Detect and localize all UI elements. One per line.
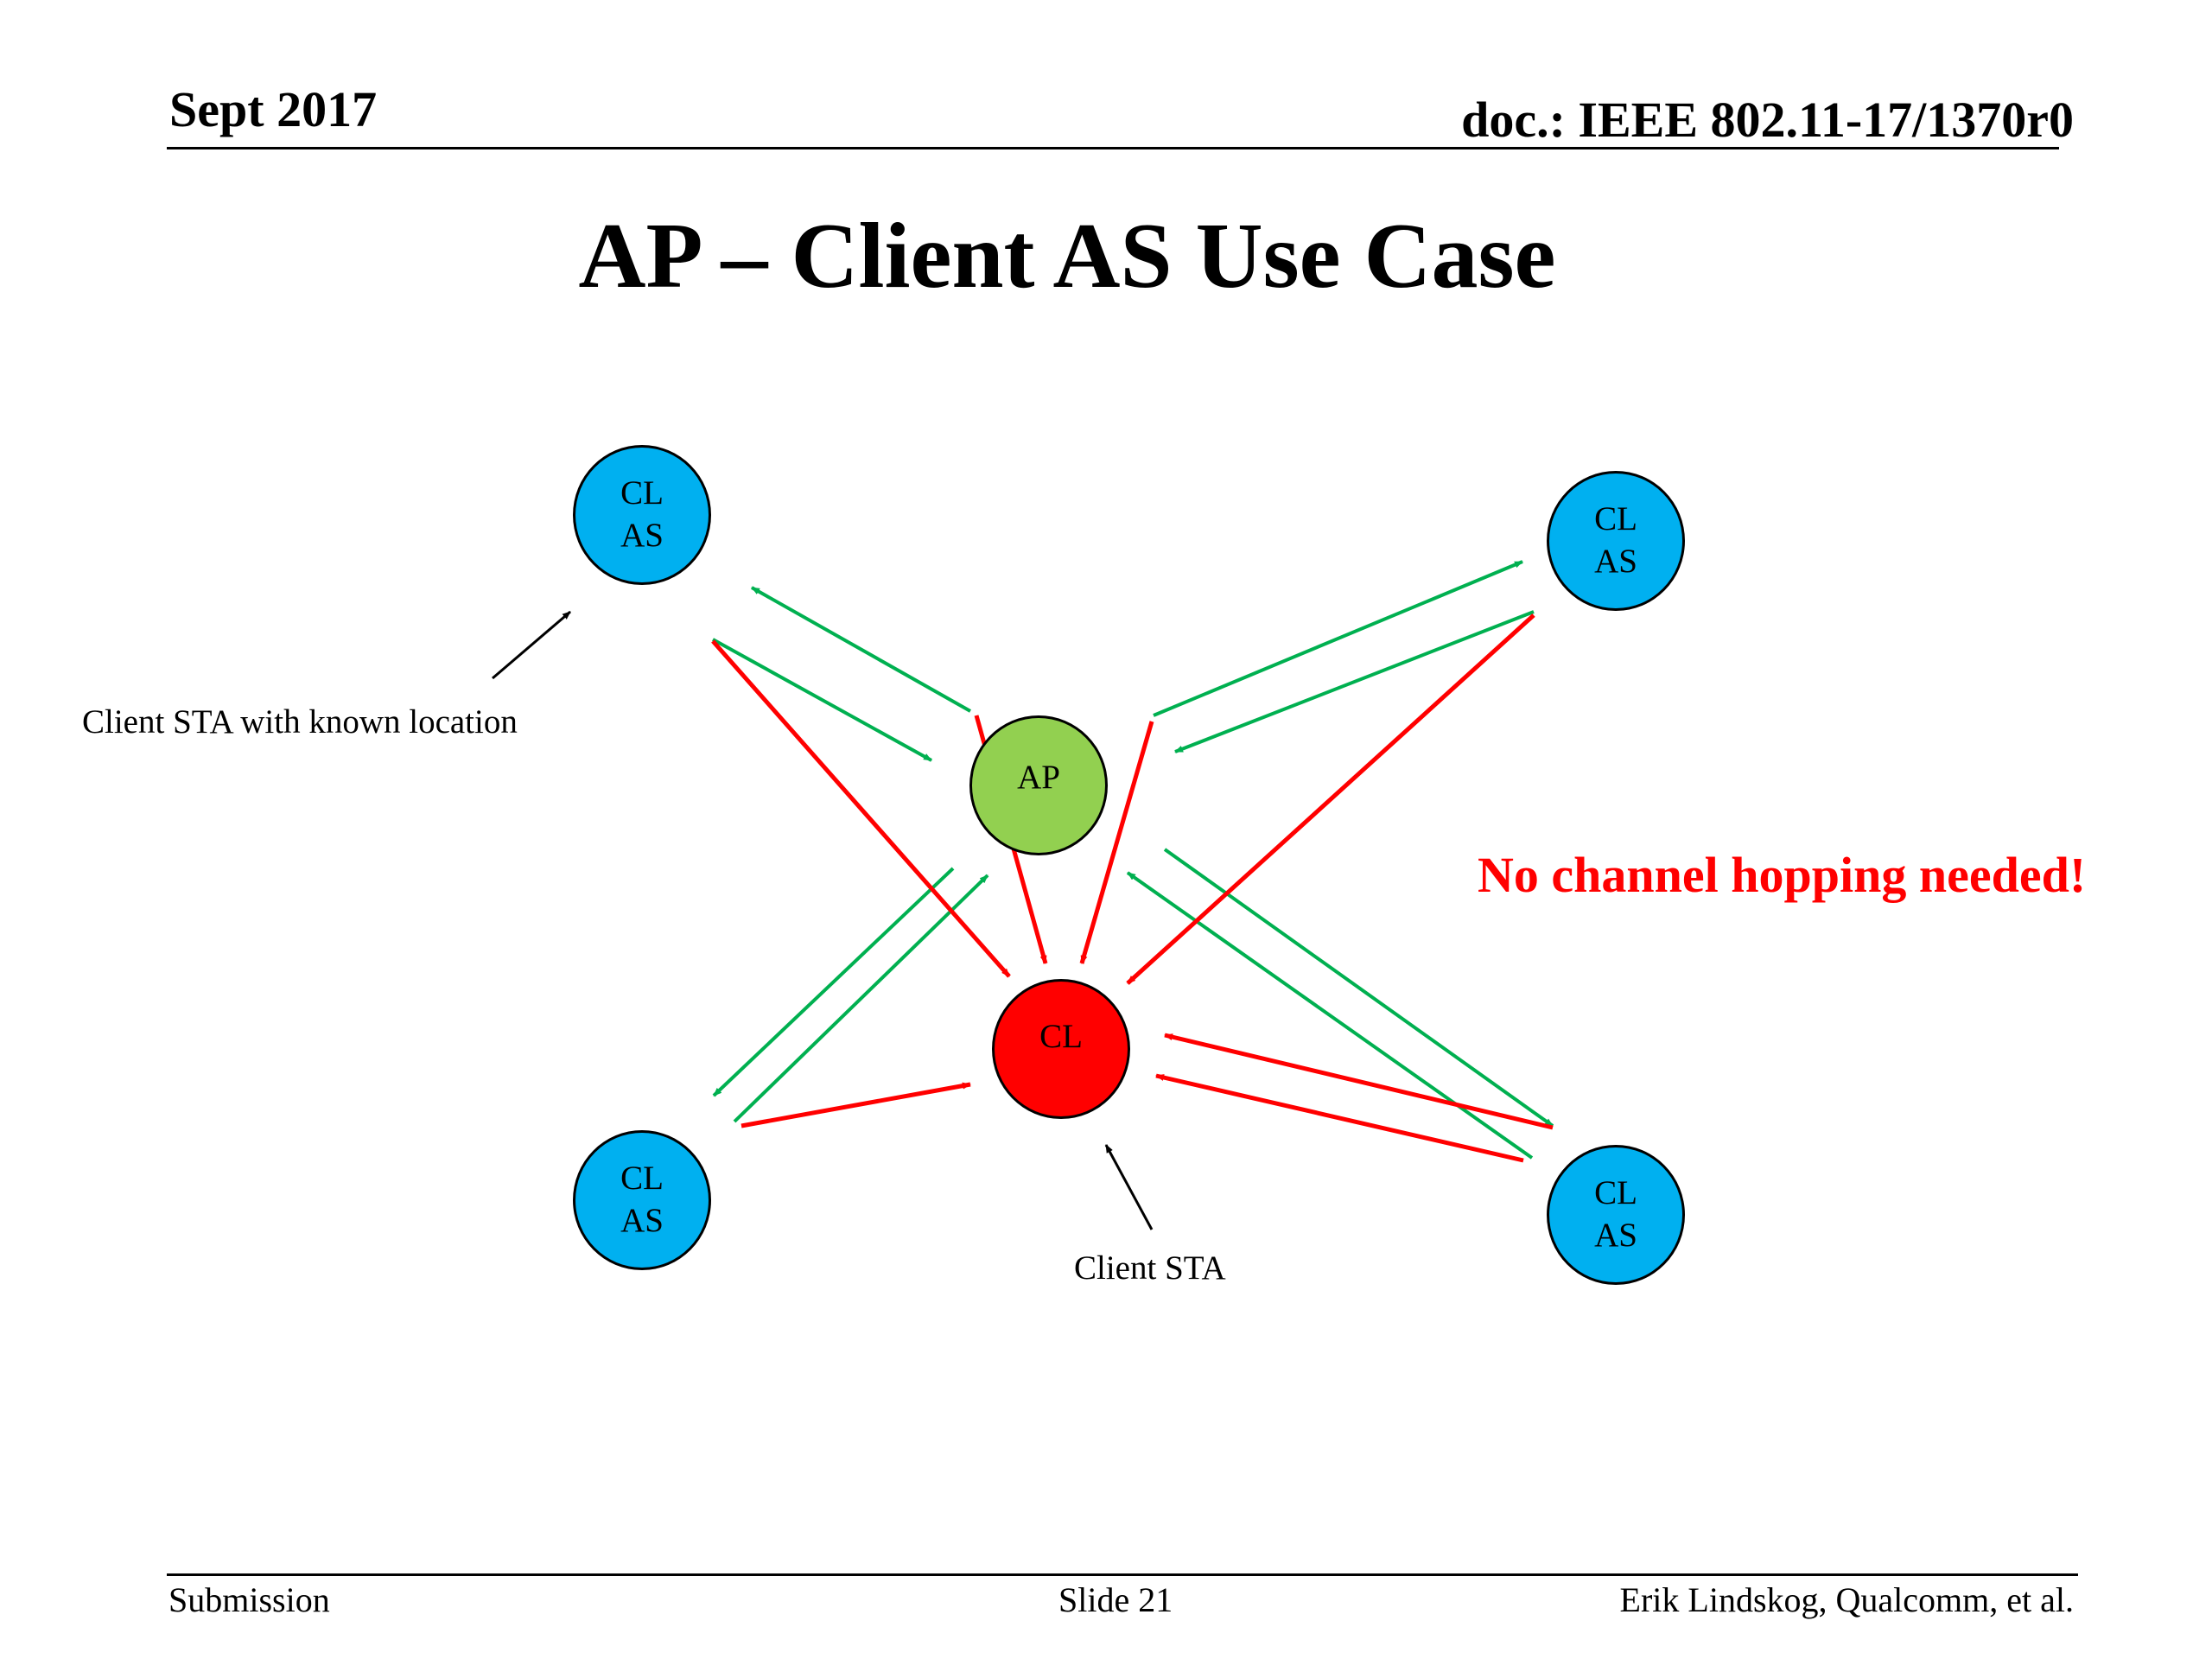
node-label-cl: CL <box>620 1160 664 1198</box>
cl-as-node-top-left: CL AS <box>573 445 711 585</box>
node-label-cl: CL <box>1594 1174 1637 1212</box>
green-arrows <box>712 560 1554 1160</box>
ap-node: AP <box>969 715 1108 855</box>
arrow-known-location-callout <box>492 610 571 680</box>
arrow-br-to-cl-1 <box>1164 1033 1554 1130</box>
footer-rule <box>167 1573 2078 1576</box>
node-label-as: AS <box>1594 1217 1637 1254</box>
node-label-cl: CL <box>1039 1018 1083 1055</box>
arrow-tr-to-cl <box>1126 613 1535 985</box>
arrow-client-sta-callout <box>1104 1144 1154 1230</box>
node-label-as: AS <box>620 1202 664 1239</box>
arrow-br-to-cl-2 <box>1155 1073 1524 1163</box>
known-location-label: Client STA with known location <box>82 703 518 741</box>
callout-arrows <box>492 610 1154 1230</box>
header-rule <box>167 147 2059 149</box>
cl-as-node-top-right: CL AS <box>1547 471 1685 611</box>
arrow-ap-to-br <box>1163 848 1554 1128</box>
no-channel-hopping-note: No channel hopping needed! <box>1478 847 2087 903</box>
node-label-as: AS <box>1594 543 1637 580</box>
footer-slide-number: Slide 21 <box>1058 1580 1173 1619</box>
arrow-ap-to-tl <box>751 586 971 713</box>
node-label-as: AS <box>620 517 664 554</box>
cl-as-node-bottom-left: CL AS <box>573 1130 711 1270</box>
arrow-ap-to-bl <box>712 867 955 1097</box>
footer-submission: Submission <box>168 1580 330 1619</box>
arrow-tl-to-cl <box>711 639 1011 978</box>
arrow-tl-to-ap <box>712 638 932 762</box>
node-label-ap: AP <box>1017 759 1060 796</box>
red-arrows <box>711 613 1554 1163</box>
cl-node: CL <box>992 979 1130 1119</box>
node-label-cl: CL <box>1594 500 1637 538</box>
cl-as-node-bottom-right: CL AS <box>1547 1145 1685 1285</box>
arrow-ap2-to-cl <box>1079 721 1154 964</box>
client-sta-label: Client STA <box>1074 1249 1226 1287</box>
arrow-ap-to-tr <box>1153 560 1523 717</box>
arrow-tr-to-ap <box>1174 610 1535 753</box>
slide-title: AP – Client AS Use Case <box>578 205 1556 308</box>
node-label-cl: CL <box>620 474 664 512</box>
header-doc-id: doc.: IEEE 802.11-17/1370r0 <box>1461 92 2074 148</box>
footer-author: Erik Lindskog, Qualcomm, et al. <box>1619 1580 2074 1619</box>
arrow-bl-to-cl <box>741 1082 971 1128</box>
header-date: Sept 2017 <box>169 81 378 137</box>
arrow-bl-to-ap <box>733 874 989 1123</box>
